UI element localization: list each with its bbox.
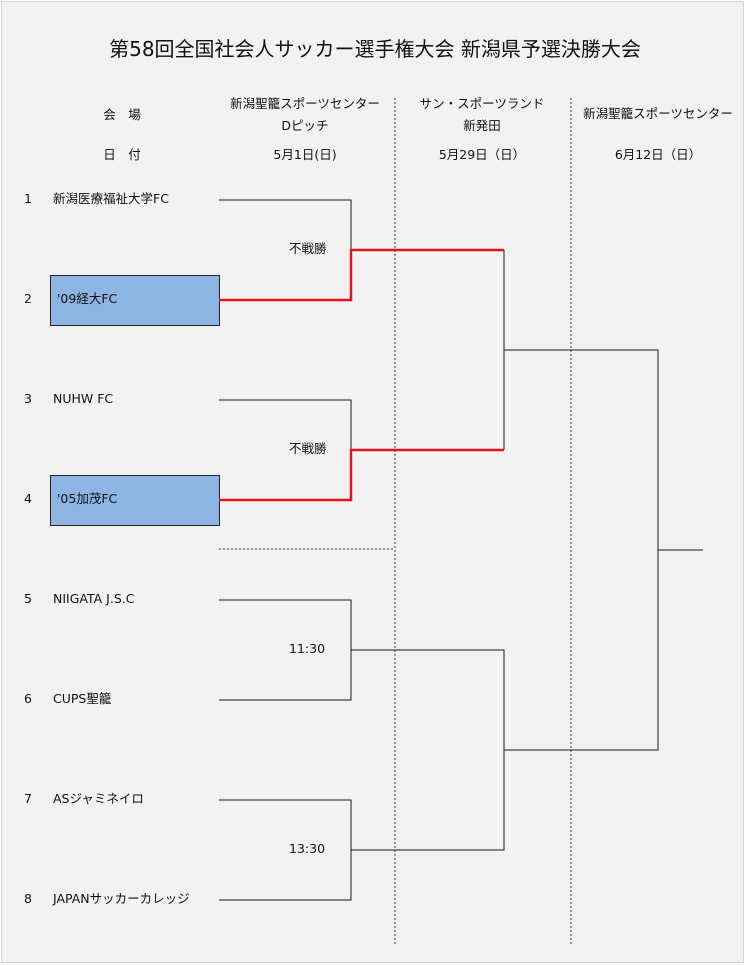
bracket-line xyxy=(351,649,505,851)
venue-label: 会 場 xyxy=(103,107,141,122)
match-label: 不戦勝 xyxy=(289,241,327,256)
team-name: NIIGATA J.S.C xyxy=(53,591,135,606)
team-name: ASジャミネイロ xyxy=(53,791,144,806)
round3-date: 6月12日（日） xyxy=(614,147,702,162)
bracket-line xyxy=(219,199,352,250)
round3-venue: 新潟聖籠スポーツセンター xyxy=(583,106,733,121)
round2-date: 5月29日（日） xyxy=(438,147,526,162)
winner-team-box xyxy=(50,275,220,326)
team-seed: 2 xyxy=(24,291,32,306)
team-seed: 1 xyxy=(24,191,32,206)
date-label: 日 付 xyxy=(103,147,141,162)
round1-date: 5月1日(日) xyxy=(273,147,337,162)
match-label: 13:30 xyxy=(289,841,326,856)
team-name: '09経大FC xyxy=(57,291,118,306)
winner-team-box xyxy=(50,475,220,526)
bracket-line xyxy=(219,599,352,701)
team-seed: 4 xyxy=(24,491,32,506)
page-title: 第58回全国社会人サッカー選手権大会 新潟県予選決勝大会 xyxy=(109,37,641,61)
team-name: '05加茂FC xyxy=(57,491,118,506)
team-seed: 3 xyxy=(24,391,32,406)
round2-venue: サン・スポーツランド xyxy=(419,96,545,111)
team-name: 新潟医療福祉大学FC xyxy=(53,191,169,206)
match-label: 11:30 xyxy=(289,641,326,656)
bracket-line xyxy=(504,349,659,751)
team-name: JAPANサッカーカレッジ xyxy=(53,891,190,906)
bracket-line xyxy=(219,399,352,450)
team-seed: 6 xyxy=(24,691,32,706)
winner-path xyxy=(219,448,504,502)
team-name: NUHW FC xyxy=(53,391,114,406)
match-label: 不戦勝 xyxy=(289,441,327,456)
round1-venue-sub: Dピッチ xyxy=(281,118,329,133)
round2-venue-sub: 新発田 xyxy=(463,118,501,133)
round1-venue: 新潟聖籠スポーツセンター xyxy=(230,96,380,111)
winner-path xyxy=(219,248,504,302)
team-name: CUPS聖籠 xyxy=(53,691,112,706)
team-seed: 8 xyxy=(24,891,32,906)
team-seed: 5 xyxy=(24,591,32,606)
bracket-line xyxy=(219,799,352,901)
team-seed: 7 xyxy=(24,791,32,806)
